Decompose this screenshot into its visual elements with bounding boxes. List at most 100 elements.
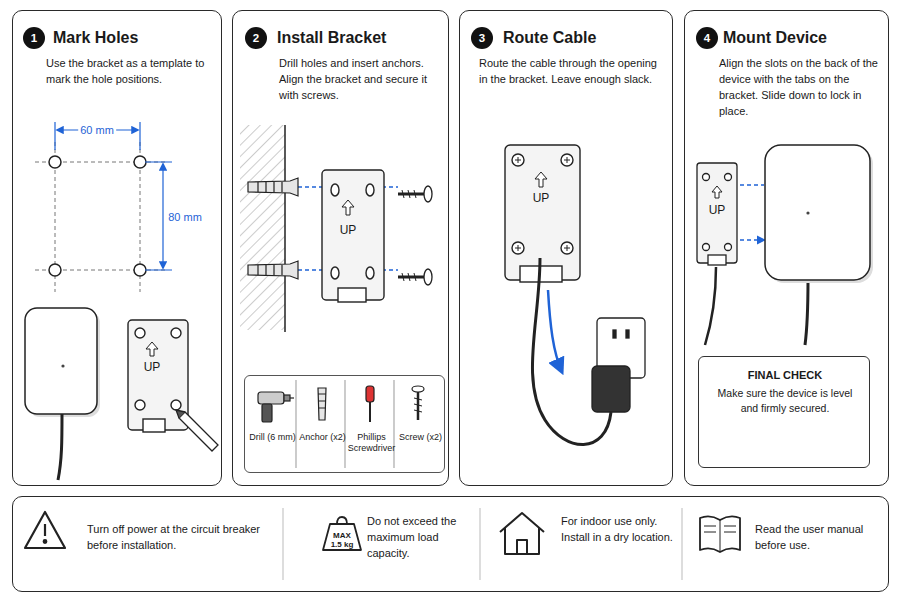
wall-outlet <box>592 318 645 412</box>
bracket <box>712 186 722 198</box>
final-check-box: FINAL CHECK Make sure the device is level… <box>698 356 870 468</box>
device <box>25 308 100 480</box>
tool-icon <box>412 386 424 392</box>
final-check-heading: FINAL CHECK <box>705 368 865 382</box>
bracket <box>535 172 547 187</box>
tool-label: Anchor (x2) <box>298 432 347 443</box>
tool-icon <box>417 392 420 420</box>
step-instruction: Align the slots on the back of the devic… <box>719 55 885 119</box>
guide-arrow <box>740 185 764 240</box>
power-cable <box>532 258 611 445</box>
wall-anchor <box>248 178 298 279</box>
dimension-line <box>55 122 172 270</box>
power-cable <box>548 290 562 372</box>
step-heading: Install Bracket <box>277 28 437 48</box>
warning-icon <box>25 512 65 548</box>
bracket <box>515 157 570 251</box>
bracket <box>697 163 737 345</box>
bracket <box>708 255 726 265</box>
book-icon <box>704 520 736 552</box>
hole-mark <box>49 264 61 276</box>
wall-anchor <box>258 265 282 275</box>
step-number-text: 1 <box>23 27 45 49</box>
bracket <box>505 145 580 280</box>
bracket <box>725 244 732 251</box>
wall <box>284 125 286 332</box>
tool-label: Phillips Screwdriver <box>347 432 396 454</box>
step-panel: Route CableRoute the cable through the o… <box>459 10 673 486</box>
screw <box>424 269 432 285</box>
orientation-label: UP <box>338 224 359 237</box>
warning-text: Read the user manual before use. <box>755 521 873 553</box>
device <box>806 211 809 214</box>
device <box>805 280 808 345</box>
step-number-text: 4 <box>696 27 718 49</box>
wall <box>240 125 285 330</box>
divider <box>283 508 682 580</box>
tool-label: Screw (x2) <box>396 432 445 443</box>
bracket <box>322 170 384 300</box>
step-panel: Mount DeviceAlign the slots on the back … <box>684 10 889 486</box>
bracket <box>703 244 710 251</box>
bracket <box>705 267 716 345</box>
step-number: 1 <box>23 27 45 49</box>
step-number: 4 <box>696 27 718 49</box>
hole-mark <box>134 264 146 276</box>
tool-label: Drill (6 mm) <box>248 432 297 443</box>
device <box>58 414 62 480</box>
house-icon <box>517 540 527 554</box>
dimension-label: 80 mm <box>166 211 204 224</box>
power-cable <box>532 258 611 445</box>
device <box>765 145 870 280</box>
device <box>765 145 873 345</box>
max-load-icon: MAX 1.5 kg <box>321 515 363 551</box>
orientation-label: UP <box>142 361 163 374</box>
wall-anchor <box>248 261 298 279</box>
bracket <box>331 184 339 196</box>
step-heading: Mount Device <box>723 28 883 48</box>
wall-anchor <box>258 182 282 192</box>
orientation-label: UP <box>531 192 552 205</box>
step-number-text: 2 <box>245 27 267 49</box>
warning-text: For indoor use only. Install in a dry lo… <box>561 513 673 545</box>
tool-icon <box>318 394 326 408</box>
wall <box>240 125 285 332</box>
bracket <box>135 328 145 338</box>
step-number: 2 <box>245 27 267 49</box>
final-check-text: Make sure the device is level and firmly… <box>714 386 856 416</box>
bracket <box>128 320 188 432</box>
device <box>61 364 64 367</box>
step-instruction: Use the bracket as a template to mark th… <box>46 55 216 87</box>
tool-icon <box>258 392 284 404</box>
tool-icon <box>366 386 374 402</box>
bracket <box>366 267 374 279</box>
warnings-bar: Turn off power at the circuit breaker be… <box>12 496 889 592</box>
tool-icon <box>258 380 424 468</box>
tool-icon <box>414 398 422 412</box>
bracket <box>135 400 145 410</box>
bracket <box>725 174 732 181</box>
pencil <box>176 410 218 451</box>
wall-outlet <box>626 330 629 338</box>
step-number-text: 3 <box>471 27 493 49</box>
tools-box: Drill (6 mm)Anchor (x2)Phillips Screwdri… <box>244 375 445 473</box>
screw <box>402 190 416 281</box>
step-instruction: Route the cable through the opening in t… <box>479 55 664 87</box>
warning-icon <box>44 540 47 543</box>
book-icon <box>700 516 740 552</box>
bracket <box>697 163 737 263</box>
step-panel: Install BracketDrill holes and insert an… <box>232 10 449 486</box>
bracket <box>171 328 181 338</box>
bracket <box>342 200 354 215</box>
tool-icon <box>262 404 272 422</box>
dimension-line <box>55 122 172 270</box>
bracket <box>338 288 366 302</box>
tool-icon <box>284 395 290 401</box>
tool-icon <box>369 402 371 422</box>
dimension-label: 60 mm <box>78 124 116 137</box>
warning-text: Do not exceed the maximum load capacity. <box>367 513 475 561</box>
tool-icon <box>318 388 326 420</box>
step-instruction: Drill holes and insert anchors. Align th… <box>279 55 439 103</box>
orientation-label: UP <box>707 204 728 217</box>
